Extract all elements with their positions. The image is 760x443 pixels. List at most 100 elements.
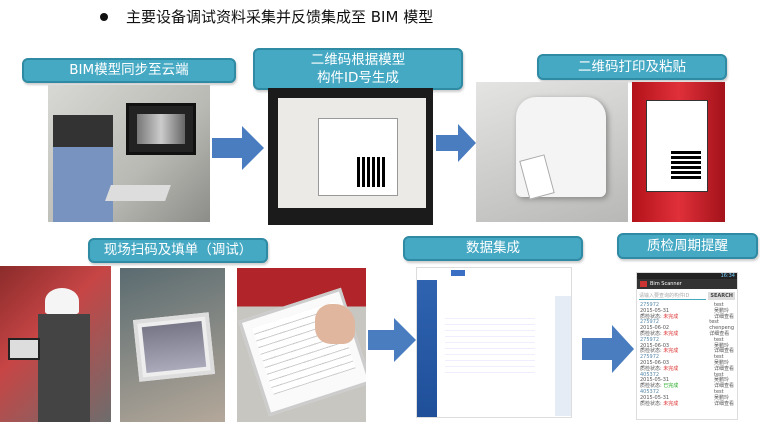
date: 2015-05-31 [640, 377, 670, 384]
status-label: 质检状态: [640, 330, 662, 337]
component-id: 275972 [640, 319, 660, 326]
helmet [45, 288, 79, 314]
detail-link[interactable]: 详细查看 [713, 348, 734, 355]
inspector: 吴鹏玲 [713, 394, 729, 401]
photo-qr-screen [268, 88, 433, 225]
arrow-right-icon [582, 325, 634, 373]
status-badge: 未完成 [663, 365, 679, 372]
qr-label [646, 100, 708, 192]
component-id: 275972 [640, 354, 660, 361]
label-text: 构件ID号生成 [317, 70, 399, 86]
photo-tablet-scan [120, 268, 225, 422]
status-badge: 未完成 [663, 400, 679, 407]
qr-code-icon [357, 157, 387, 187]
app-bar: Bim Scanner [637, 279, 737, 289]
inspector: 吴鹏玲 [713, 377, 729, 384]
status-label: 质检状态: [640, 400, 662, 407]
title-text: 主要设备调试资料采集并反馈集成至 BIM 模型 [126, 8, 434, 26]
search-input[interactable]: 请输入要查询的构件ID [639, 292, 707, 300]
keyboard [105, 185, 171, 201]
label-text: 二维码打印及粘贴 [578, 58, 686, 75]
detail-link[interactable]: 详细查看 [709, 330, 730, 337]
date: 2015-05-31 [640, 394, 670, 401]
search-button[interactable]: SEARCH [708, 292, 735, 300]
component-id: 275972 [640, 302, 660, 308]
hand [315, 304, 355, 344]
arrow-right-icon [368, 318, 416, 362]
step-label-qr-generate: 二维码根据模型构件ID号生成 [253, 48, 463, 90]
inspector: 吴鹏玲 [713, 359, 729, 366]
photo-bim-workstation [48, 85, 210, 222]
worker [38, 314, 90, 422]
platform-right-panel [555, 296, 571, 416]
label-text: 数据集成 [466, 240, 520, 257]
status-label: 质检状态: [640, 383, 662, 390]
label-text: BIM模型同步至云端 [69, 62, 189, 79]
user: test [713, 354, 724, 361]
app-title: Bim Scanner [650, 281, 682, 287]
inspector: 吴鹏玲 [713, 342, 729, 349]
status-badge: 已完成 [663, 383, 679, 390]
detail-link[interactable]: 详细查看 [713, 383, 734, 390]
qr-code-icon [671, 149, 701, 179]
screenshot-data-platform [416, 267, 572, 418]
status-label: 质检状态: [640, 313, 662, 320]
arrow-right-icon [436, 124, 476, 162]
date: 2015-06-03 [640, 359, 670, 366]
photo-fill-form [237, 268, 366, 422]
user: test [713, 336, 724, 343]
date: 2015-06-03 [640, 342, 670, 349]
tablet [132, 312, 216, 382]
person [53, 115, 113, 222]
app-icon [640, 281, 647, 287]
user: test [713, 388, 724, 395]
step-label-data-integration: 数据集成 [403, 236, 583, 261]
monitor [126, 103, 196, 155]
status-label: 质检状态: [640, 348, 662, 355]
qr-label [318, 118, 398, 196]
detail-link[interactable]: 详细查看 [713, 400, 734, 407]
step-label-bim-sync: BIM模型同步至云端 [22, 58, 236, 83]
component-id: 405372 [640, 371, 660, 378]
photo-site-scan [0, 266, 111, 422]
label-text: 现场扫码及填单（调试） [103, 242, 253, 259]
date: 2015-06-02 [640, 325, 670, 332]
user: test [713, 302, 724, 308]
status-label: 质检状态: [640, 365, 662, 372]
platform-sidebar [417, 280, 437, 417]
label-text: 二维码根据模型 [310, 51, 406, 68]
photo-label-attached [632, 82, 725, 222]
photo-label-printer [476, 82, 628, 222]
status-badge: 未完成 [663, 348, 679, 355]
inspector: 吴鹏玲 [713, 307, 729, 314]
arrow-right-icon [212, 126, 264, 170]
detail-link[interactable]: 详细查看 [713, 313, 734, 320]
component-id: 405372 [640, 388, 660, 395]
status-badge: 未完成 [663, 330, 679, 337]
label-text: 质检周期提醒 [647, 237, 728, 254]
status-bar-time: 16:34 [637, 273, 737, 279]
tablet [8, 338, 40, 360]
date: 2015-05-31 [640, 307, 670, 314]
step-label-scan: 现场扫码及填单（调试） [88, 238, 268, 263]
platform-tab [451, 270, 465, 276]
user: test [713, 371, 724, 378]
screen [278, 98, 426, 208]
user: test [709, 319, 719, 326]
inspector: chenpeng [709, 325, 734, 332]
platform-table [445, 313, 535, 375]
phone-app-screen: 16:34 Bim Scanner 请输入要查询的构件ID SEARCH 275… [636, 272, 738, 420]
component-id: 275972 [640, 336, 660, 343]
step-label-inspection-reminder: 质检周期提醒 [617, 233, 758, 259]
bullet-icon [100, 12, 108, 21]
status-badge: 未完成 [663, 313, 679, 320]
slide-title: 主要设备调试资料采集并反馈集成至 BIM 模型 [100, 6, 433, 27]
detail-link[interactable]: 详细查看 [713, 365, 734, 372]
step-label-qr-print: 二维码打印及粘贴 [537, 54, 727, 80]
